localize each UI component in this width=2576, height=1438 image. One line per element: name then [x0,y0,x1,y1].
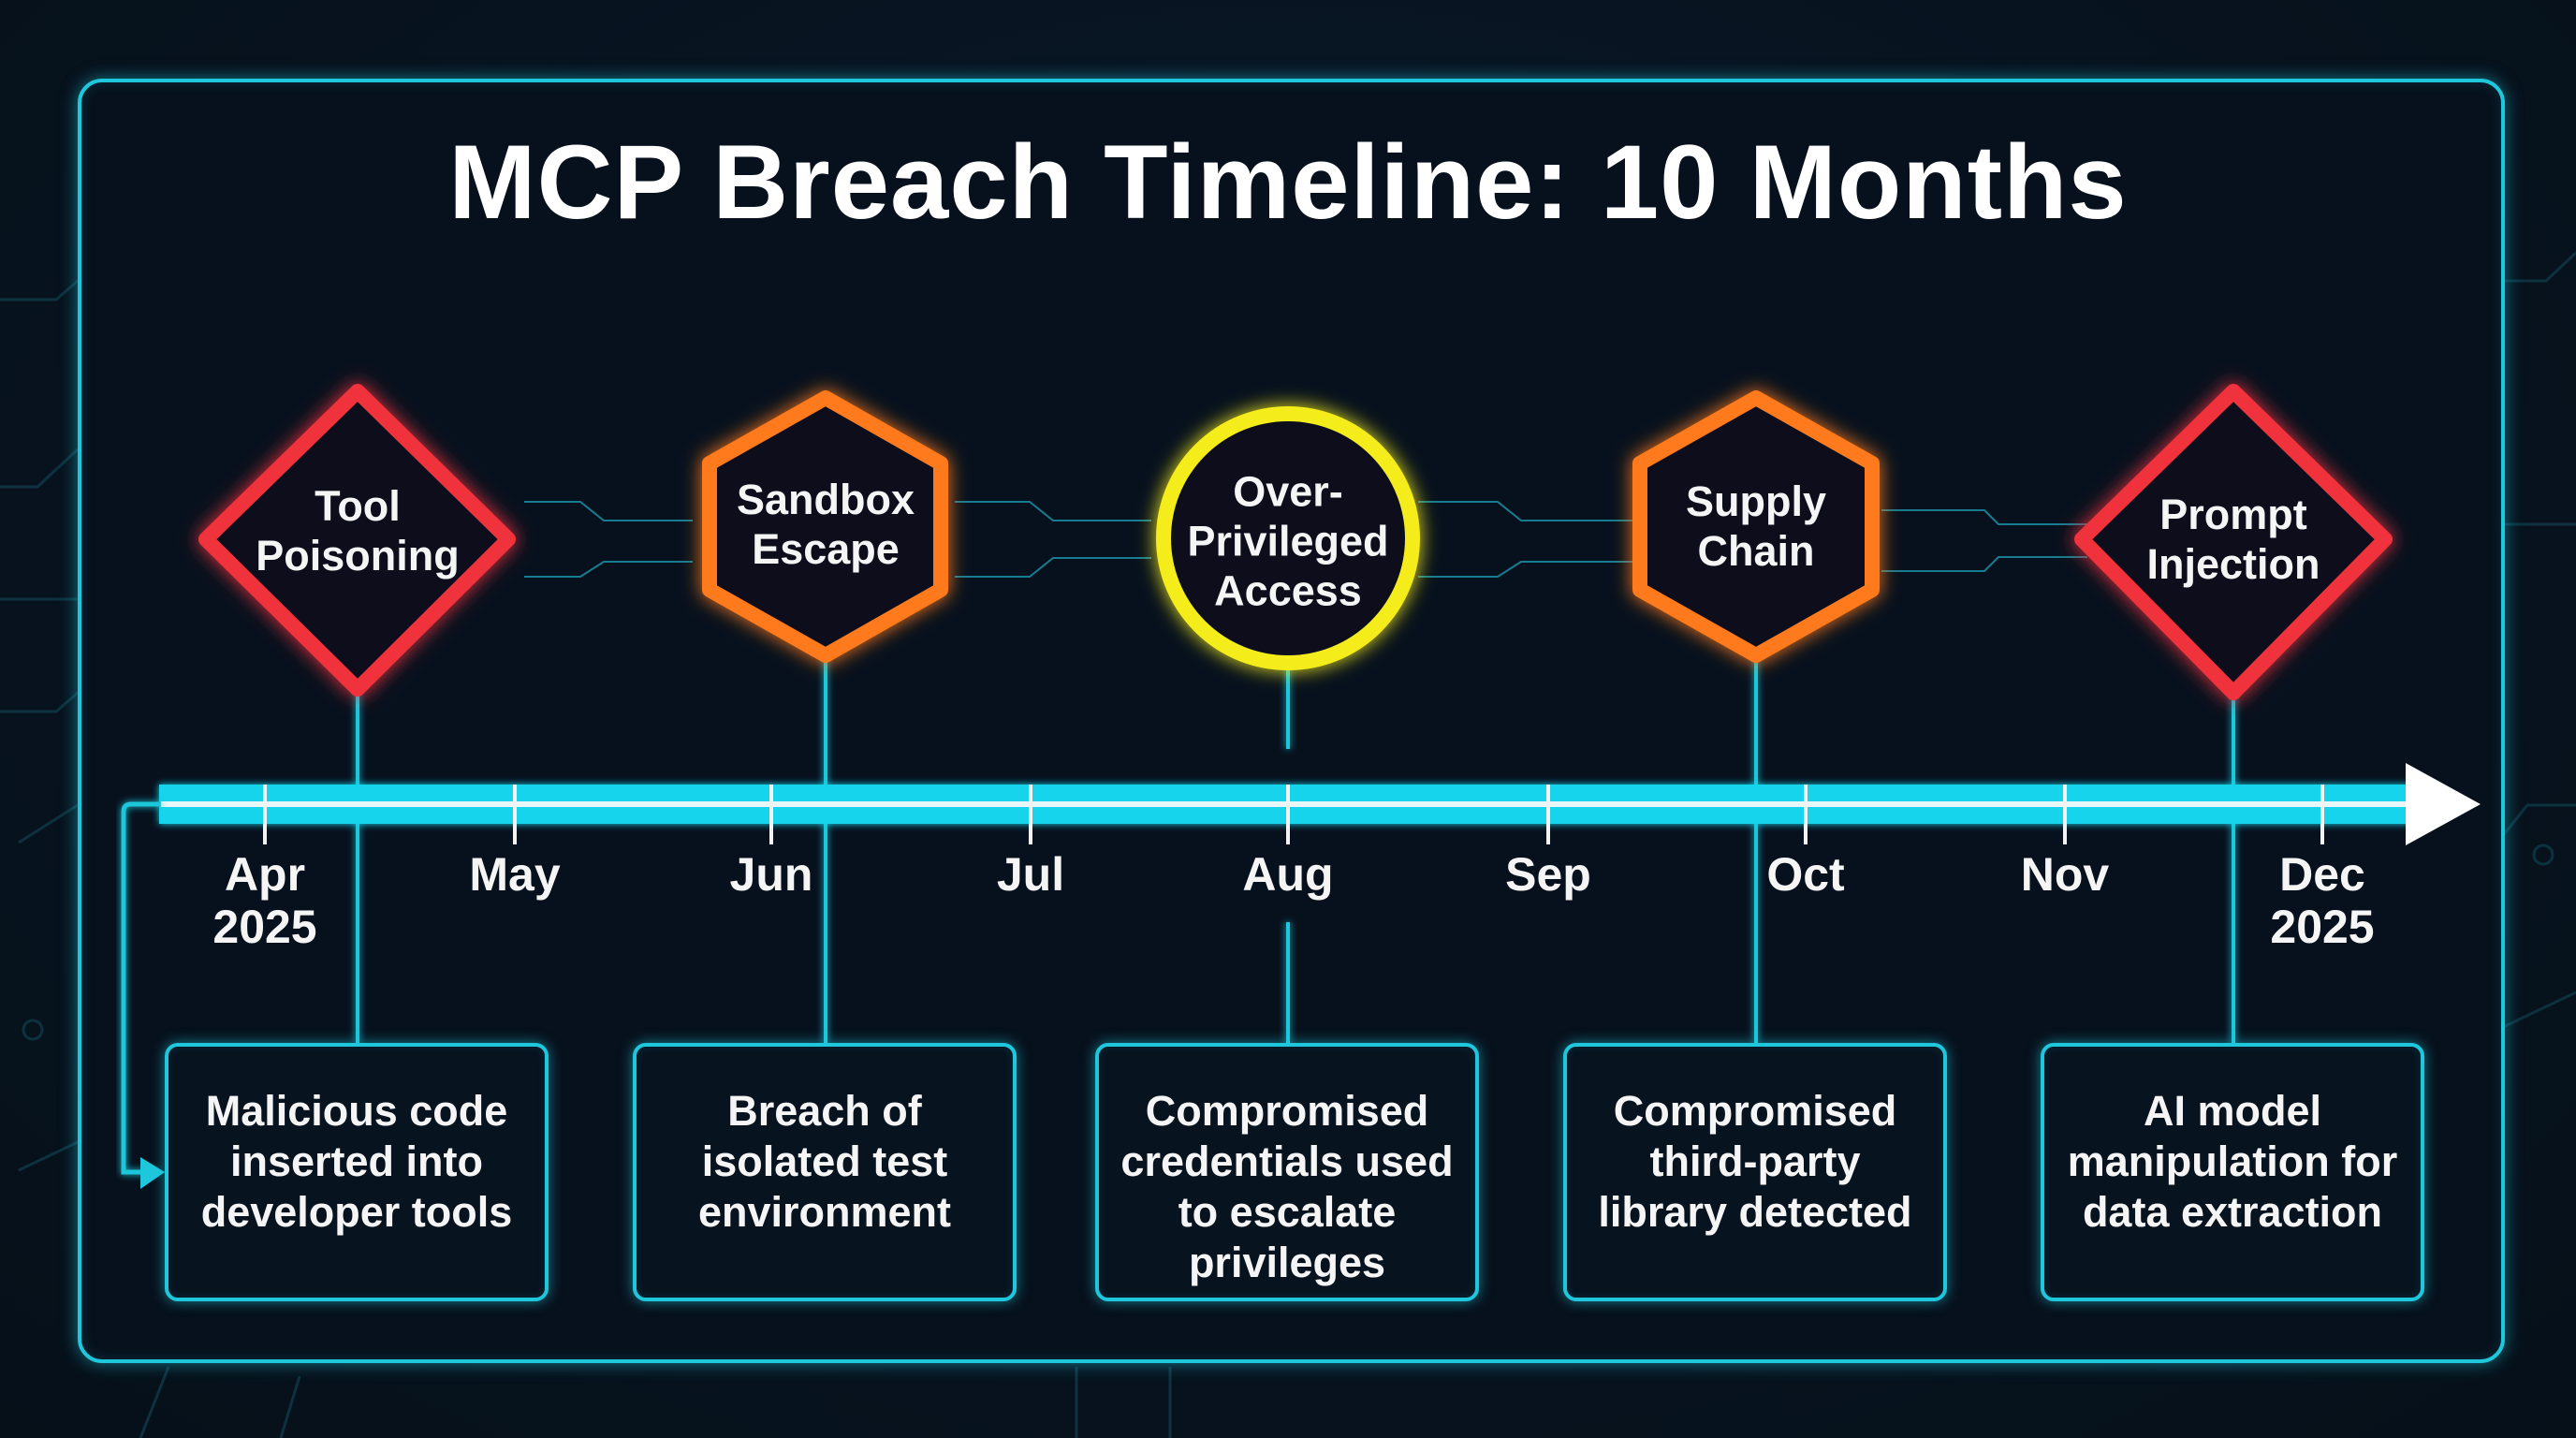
event-label-tool-poisoning: Tool Poisoning [256,482,460,580]
event-card-supply-chain: Compromised third-party library detected [1563,1043,1947,1301]
event-node-tool-poisoning[interactable] [198,384,516,697]
month-label-oct: Oct [1766,848,1845,901]
month-label-dec: Dec 2025 [2270,848,2375,953]
event-description: AI model manipulation for data extractio… [2067,1087,2398,1236]
event-description: Malicious code inserted into developer t… [200,1087,513,1236]
month-label-may: May [469,848,561,901]
month-label-aug: Aug [1242,848,1334,901]
month-label-apr: Apr 2025 [212,848,317,953]
event-label-sandbox-escape: Sandbox Escape [736,476,915,573]
event-label-over-privileged-access: Over- Privileged Access [1187,467,1389,615]
event-card-prompt-injection: AI model manipulation for data extractio… [2041,1043,2424,1301]
event-stems [356,655,2235,1043]
event-card-sandbox-escape: Breach of isolated test environment [633,1043,1017,1301]
event-label-prompt-injection: Prompt Injection [2146,491,2320,588]
event-node-supply-chain[interactable] [1632,390,1880,663]
event-node-prompt-injection[interactable] [2074,384,2393,700]
timeline-axis [121,763,2481,1189]
circuit-traces [524,501,2087,578]
month-label-sep: Sep [1505,848,1591,901]
event-label-supply-chain: Supply Chain [1685,477,1827,575]
month-label-nov: Nov [2020,848,2110,901]
loop-arrow-icon [140,1157,165,1189]
event-card-tool-poisoning: Malicious code inserted into developer t… [165,1043,549,1301]
event-description: Compromised third-party library detected [1598,1087,1912,1236]
event-description: Breach of isolated test environment [697,1087,952,1236]
event-card-over-privileged-access: Compromised credentials used to escalate… [1095,1043,1479,1301]
event-node-over-privileged-access[interactable] [1156,406,1420,670]
page-title: MCP Breach Timeline: 10 Months [448,124,2128,241]
month-label-jun: Jun [729,848,813,901]
event-node-sandbox-escape[interactable] [702,390,948,663]
timeline-arrowhead-icon [2406,763,2481,845]
event-description: Compromised credentials used to escalate… [1120,1087,1454,1286]
month-label-jul: Jul [996,848,1065,901]
